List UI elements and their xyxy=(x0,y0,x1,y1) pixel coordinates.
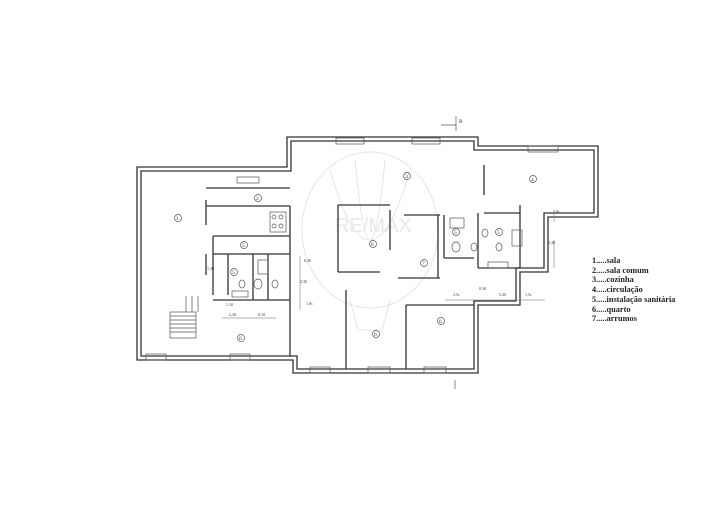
room-markers: 1 2 3 4 5 6 7 5 6 6 6 5 5 xyxy=(174,172,537,342)
dim-label: 5,20 xyxy=(499,292,506,298)
legend-item-instalacao-sanitaria: 5.....instalação sanitária xyxy=(592,294,676,304)
room-marker-10: 6 xyxy=(372,330,380,338)
dim-label: 1,30 xyxy=(207,266,214,272)
svg-text:3: 3 xyxy=(405,174,408,180)
legend: 1.....sala 2.....sala comum 3.....cozinh… xyxy=(592,256,675,324)
room-marker-12: 5 xyxy=(452,228,460,236)
room-marker-13: 5 xyxy=(495,228,503,236)
dim-label: 3,9c xyxy=(553,209,560,215)
room-marker-8: 5 xyxy=(230,268,238,276)
dim-label: 0,30 xyxy=(479,286,486,292)
watermark: RE/MAX xyxy=(301,151,439,331)
dim-label: 1,5c xyxy=(525,292,532,298)
legend-item-quarto: 6.....quarto xyxy=(592,304,631,314)
dim-label: 0,30 xyxy=(304,258,311,264)
room-marker-4: 4 xyxy=(529,175,537,183)
dim-label: 2,5c xyxy=(453,292,460,298)
room-marker-6: 6 xyxy=(369,240,377,248)
windows xyxy=(145,137,559,374)
room-marker-3: 3 xyxy=(403,172,411,180)
svg-text:7: 7 xyxy=(422,261,425,267)
svg-text:6: 6 xyxy=(239,336,242,342)
room-marker-2: 2 xyxy=(254,194,262,202)
dim-label: 2,30 xyxy=(300,279,307,285)
room-marker-9: 6 xyxy=(237,334,245,342)
watermark-text: RE/MAX xyxy=(335,215,412,237)
staircase xyxy=(169,296,199,339)
interior-walls xyxy=(205,165,521,369)
dim-label: 1,10 xyxy=(226,302,233,308)
svg-text:6: 6 xyxy=(374,332,377,338)
legend-item-circulacao: 4.....circulação xyxy=(592,285,643,295)
room-marker-11: 6 xyxy=(437,317,445,325)
north-marker: B xyxy=(441,116,463,131)
svg-text:2: 2 xyxy=(256,196,259,202)
dim-label: 5,30 xyxy=(548,240,555,246)
svg-text:6: 6 xyxy=(439,319,442,325)
svg-text:6: 6 xyxy=(371,242,374,248)
outer-walls xyxy=(136,136,599,374)
svg-text:5: 5 xyxy=(242,243,245,249)
dim-label: 1,9c xyxy=(306,301,313,307)
svg-text:5: 5 xyxy=(497,230,500,236)
room-marker-1: 1 xyxy=(174,214,182,222)
svg-text:5: 5 xyxy=(232,270,235,276)
legend-item-arrumos: 7.....arrumos xyxy=(592,314,637,324)
dimension-labels: 3,9c 5,30 2,30 0,30 2,5c 0,30 5,20 1,5c … xyxy=(207,209,560,318)
north-label: B xyxy=(459,119,463,125)
svg-text:1: 1 xyxy=(176,216,179,222)
sanitary-fixtures xyxy=(231,217,523,298)
kitchen-counter xyxy=(269,211,287,233)
room-marker-5: 5 xyxy=(240,241,248,249)
legend-item-sala-comum: 2.....sala comum xyxy=(592,265,649,275)
dim-label: 2,30 xyxy=(229,312,236,318)
room-marker-7: 7 xyxy=(420,259,428,267)
dim-label: 0,10 xyxy=(258,312,265,318)
svg-text:5: 5 xyxy=(454,230,457,236)
svg-text:4: 4 xyxy=(531,177,534,183)
legend-item-sala: 1.....sala xyxy=(592,256,621,265)
legend-item-cozinha: 3.....cozinha xyxy=(592,275,634,285)
dimension-lines xyxy=(222,213,555,319)
